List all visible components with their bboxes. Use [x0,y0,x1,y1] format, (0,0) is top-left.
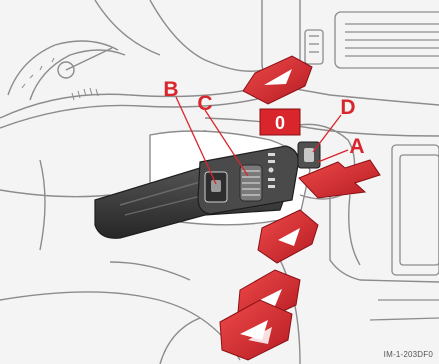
callout-a: A [349,135,364,158]
callout-c: C [197,92,212,115]
callout-b: B [163,78,178,101]
sensor-button [205,172,227,202]
callout-d: D [340,96,355,119]
thumbwheel [240,165,262,201]
position-zero-label: 0 [275,113,285,133]
wash-switch [298,142,320,168]
position-zero-box: 0 [260,109,300,135]
image-code: IM-1-203DF0 [384,350,433,359]
